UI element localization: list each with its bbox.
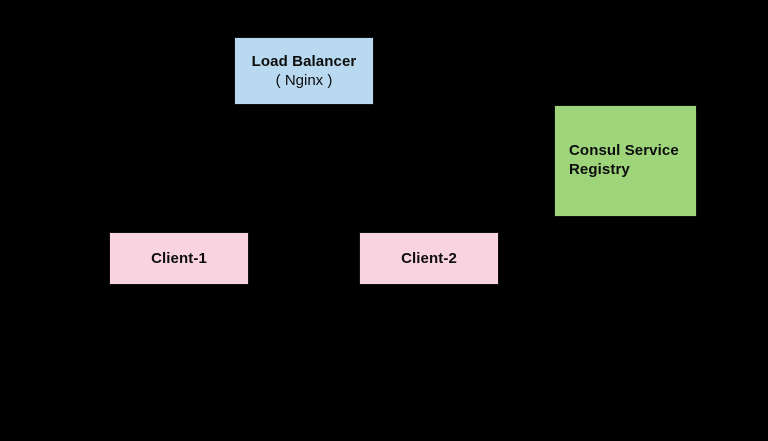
node-client-2-title: Client-2: [401, 250, 457, 267]
node-client-2[interactable]: Client-2: [359, 232, 499, 285]
edge-client1-to-load-balancer: [178, 105, 179, 232]
edge-client2-to-load-balancer: [429, 105, 430, 232]
node-load-balancer-subtitle: ( Nginx ): [275, 72, 333, 89]
node-consul-service-registry[interactable]: Consul Service Registry: [554, 105, 697, 217]
node-load-balancer-title: Load Balancer: [251, 53, 357, 70]
node-client-1[interactable]: Client-1: [109, 232, 249, 285]
edge-horizontal-bus: [178, 139, 429, 140]
node-consul-service-registry-title: Consul Service Registry: [569, 142, 679, 178]
node-client-1-title: Client-1: [151, 250, 207, 267]
node-load-balancer[interactable]: Load Balancer ( Nginx ): [234, 37, 374, 105]
